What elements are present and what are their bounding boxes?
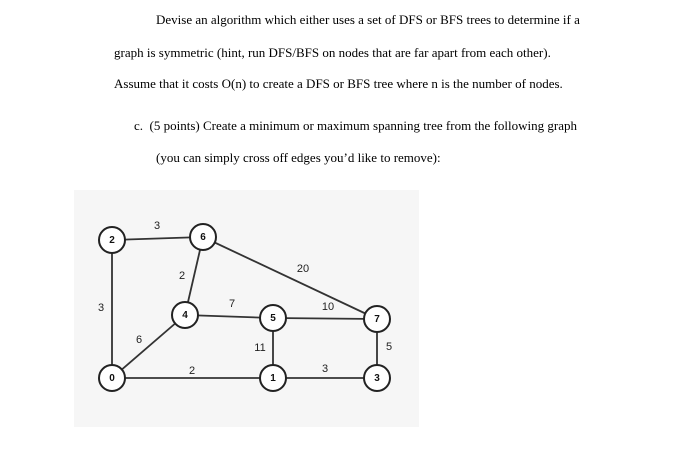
graph-node-2: 2	[98, 226, 126, 254]
node-circle	[363, 305, 391, 333]
node-label: 6	[200, 232, 206, 243]
node-label: 5	[270, 313, 276, 324]
edge-weight-5-1: 11	[254, 342, 265, 354]
edge-weight-7-3: 5	[386, 341, 392, 353]
question-text-line-2: graph is symmetric (hint, run DFS/BFS on…	[114, 45, 551, 60]
edge-weight-2-6: 3	[154, 220, 160, 232]
part-c-text-line-1: c. (5 points) Create a minimum or maximu…	[134, 118, 577, 133]
graph-node-0: 0	[98, 364, 126, 392]
edge-weights-layer: 3 3 2 20 6 7 10 11 5 2 3	[98, 220, 392, 377]
question-text-line-3: Assume that it costs O(n) to create a DF…	[114, 76, 563, 91]
node-label: 0	[109, 373, 115, 384]
graph-svg: 3 3 2 20 6 7 10 11 5 2 3 2 6 4 5 7 0 1 3	[74, 190, 419, 427]
graph-edge-4-5	[184, 314, 274, 319]
node-circle	[98, 226, 126, 254]
nodes-layer: 2 6 4 5 7 0 1 3	[98, 223, 391, 392]
graph-edge-4-0	[111, 314, 186, 379]
graph-edge-6-7	[202, 236, 378, 320]
part-c-text-line-2: (you can simply cross off edges you’d li…	[156, 150, 441, 165]
graph-node-6: 6	[189, 223, 217, 251]
node-label: 1	[270, 373, 276, 384]
edge-weight-2-0: 3	[98, 302, 104, 314]
node-label: 2	[109, 235, 115, 246]
node-circle	[98, 364, 126, 392]
question-text-line-1: Devise an algorithm which either uses a …	[156, 12, 580, 27]
graph-node-1: 1	[259, 364, 287, 392]
graph-node-4: 4	[171, 301, 199, 329]
graph-node-7: 7	[363, 305, 391, 333]
edge-weight-6-4: 2	[179, 270, 185, 282]
graph-node-3: 3	[363, 364, 391, 392]
edge-weight-4-5: 7	[229, 298, 235, 310]
edge-weight-0-1: 2	[189, 365, 195, 377]
edge-weight-4-0: 6	[136, 334, 142, 346]
graph-background	[74, 190, 419, 427]
edge-weight-1-3: 3	[322, 363, 328, 375]
node-circle	[363, 364, 391, 392]
graph-edge-2-6	[111, 236, 204, 241]
graph-edge-5-7	[272, 317, 378, 320]
graph-figure: 3 3 2 20 6 7 10 11 5 2 3 2 6 4 5 7 0 1 3	[74, 190, 419, 427]
node-label: 4	[182, 310, 188, 321]
graph-node-5: 5	[259, 304, 287, 332]
node-label: 3	[374, 373, 380, 384]
node-circle	[189, 223, 217, 251]
node-label: 7	[374, 314, 380, 325]
node-circle	[259, 364, 287, 392]
node-circle	[259, 304, 287, 332]
edge-weight-6-7: 20	[297, 263, 309, 275]
edge-weight-5-7: 10	[322, 301, 334, 313]
node-circle	[171, 301, 199, 329]
